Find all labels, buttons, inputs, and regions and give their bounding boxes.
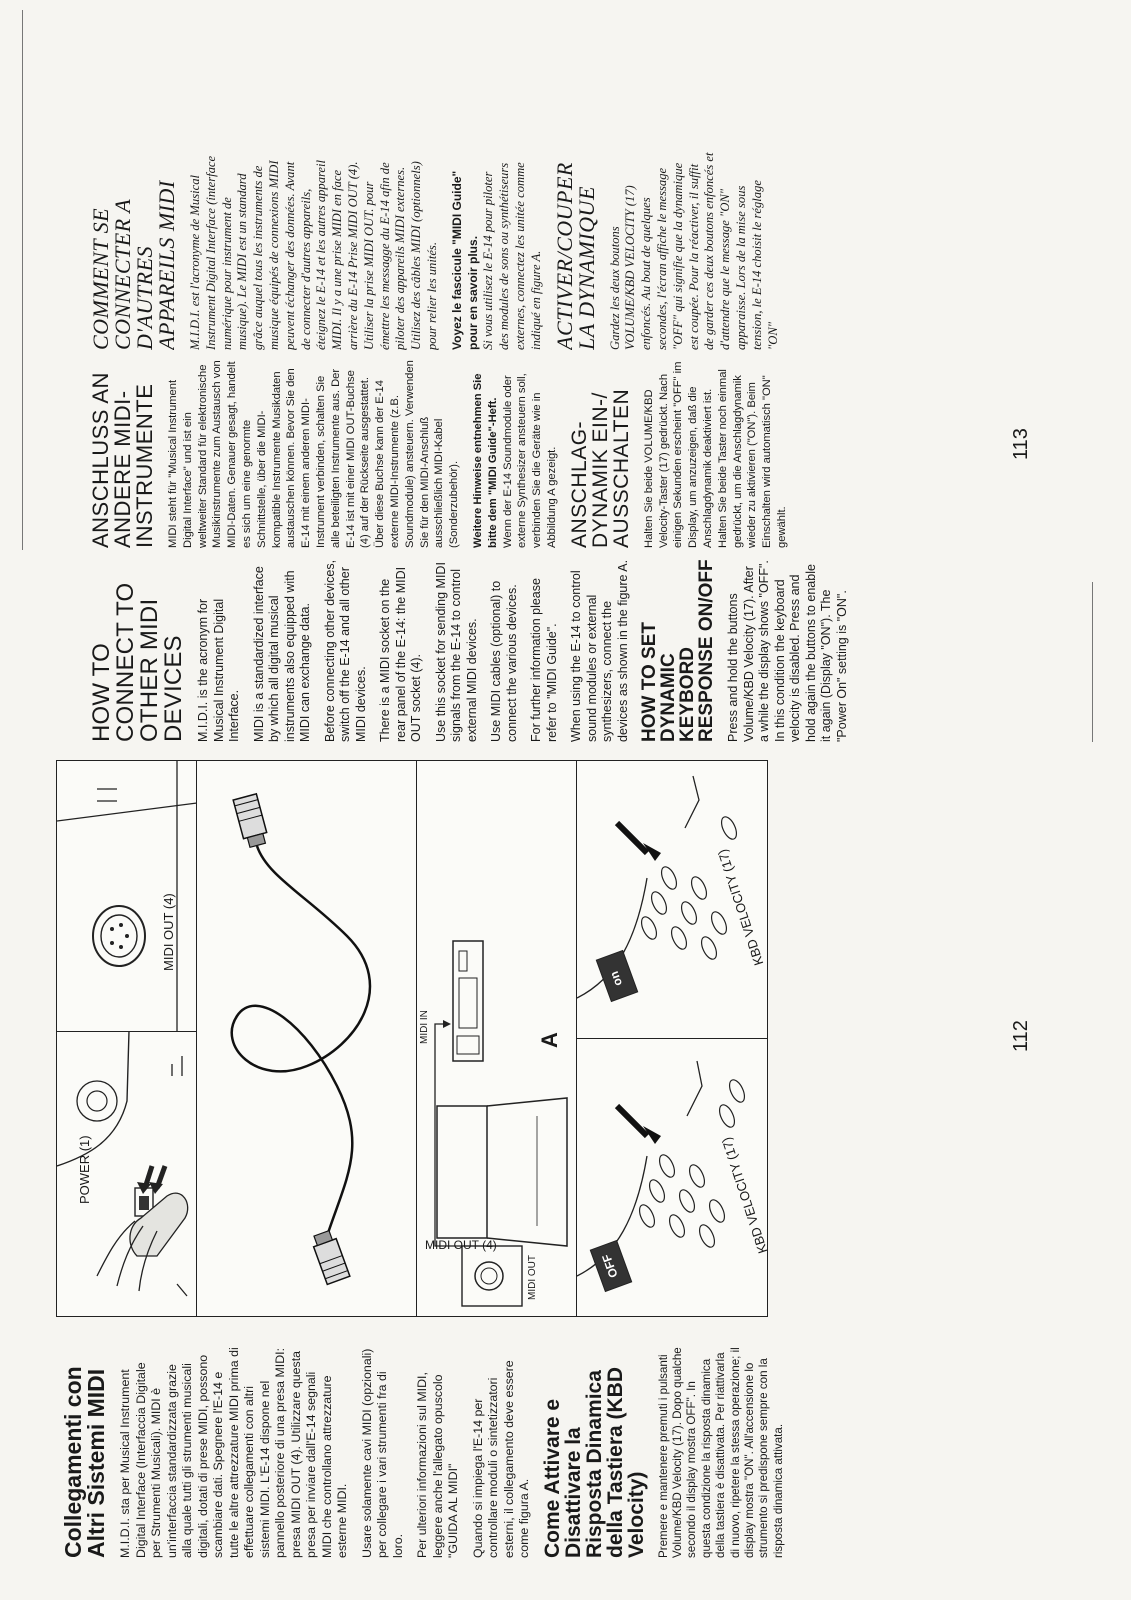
english-paragraph-7: For further information please refer to … [529, 578, 559, 742]
italian-column: Collegamenti con Altri Sistemi MIDI M.I.… [62, 1346, 1102, 1558]
italian-paragraph-2: Usare solamente cavi MIDI (opzionali) pe… [359, 1348, 405, 1558]
midi-socket-illustration [56, 761, 198, 1031]
kbd-velocity-on-illustration [576, 775, 738, 1003]
english-paragraph-6: Use MIDI cables (optional) to connect th… [489, 580, 519, 742]
italian-paragraph-3: Per ulteriori informazioni sul MIDI, leg… [415, 1372, 460, 1558]
english-paragraph-2: MIDI is a standardized interface by whic… [251, 566, 313, 742]
figure-midi-out-socket: MIDI OUT (4) [56, 760, 198, 1032]
english-paragraph-8: When using the E-14 to control sound mod… [569, 559, 630, 742]
midi-out-label: MIDI OUT (4) [161, 893, 176, 971]
german-title-2: ANSCHLAG-DYNAMIK EIN-/ AUSSCHALTEN [567, 388, 633, 548]
italian-paragraph-1: M.I.D.I. sta per Musical Instrument Digi… [118, 1347, 349, 1558]
midi-in-label: MIDI IN [419, 1010, 430, 1044]
page-number-right: 113 [1010, 428, 1032, 460]
right-page-bottom-rule [1092, 582, 1093, 742]
page-number-left: 112 [1010, 1020, 1032, 1052]
figure-power-button: POWER (1) [56, 1030, 198, 1317]
english-paragraph-1: M.I.D.I. is the acronym for Musical Inst… [196, 598, 241, 742]
german-paragraph-4: Halten Sie beide VOLUME/KBD Velocity-Tas… [642, 361, 788, 548]
german-paragraph-2: Weitere Hinweise entnehmen Sie bitte dem… [471, 373, 499, 549]
french-paragraph-2: Voyez le fascicule "MIDI Guide" pour en … [449, 170, 480, 350]
french-paragraph-3: Si vous utilisez le E-14 pour piloter de… [481, 162, 543, 350]
figure-a-connection: MIDI OUT (4) MIDI OUT MIDI IN A [416, 760, 578, 1317]
figure-letter: A [537, 1032, 562, 1048]
midi-cable-illustration [230, 792, 372, 1286]
figure-kbd-velocity-on: on KBD VELOCITY (17) [576, 760, 768, 1039]
german-column: ANSCHLUSS AN ANDERE MIDI-INSTRUMENTE MID… [90, 360, 1010, 548]
italian-paragraph-5: Premere e mantenere premuti i pulsanti V… [656, 1347, 785, 1558]
french-title: COMMENT SE CONNECTER A D'AUTRES APPAREIL… [90, 180, 179, 350]
kbd-velocity-off-illustration [576, 1060, 746, 1293]
french-title-2: ACTIVER/COUPER LA DYNAMIQUE [551, 162, 599, 350]
english-paragraph-4: There is a MIDI socket on the rear panel… [378, 566, 423, 742]
english-paragraph-5: Use this socket for sending MIDI signals… [433, 562, 479, 742]
english-title: HOW TO CONNECT TO OTHER MIDI DEVICES [90, 582, 187, 742]
figure-kbd-velocity-off: OFF KBD VELOCITY (17) [576, 1037, 768, 1317]
german-paragraph-1: MIDI steht für "Musical Instrument Digit… [167, 360, 461, 548]
english-paragraph-9: Press and hold the buttons Volume/KBD Ve… [726, 560, 849, 742]
german-paragraph-3: Wenn der E-14 Soundmodule oder externe S… [501, 373, 558, 548]
french-column: COMMENT SE CONNECTER A D'AUTRES APPAREIL… [90, 152, 1010, 350]
english-column: HOW TO CONNECT TO OTHER MIDI DEVICES M.I… [90, 556, 1010, 742]
french-paragraph-1: M.I.D.I. est l'acronyme de Musical Instr… [188, 155, 439, 350]
french-paragraph-4: Gardez les deux boutons VOLUME/KBD VELOC… [607, 152, 780, 350]
english-paragraph-3: Before connecting other devices, switch … [322, 559, 368, 742]
midi-out-socket-label: MIDI OUT (4) [425, 1238, 497, 1252]
german-title: ANSCHLUSS AN ANDERE MIDI-INSTRUMENTE [90, 372, 157, 548]
italian-title-2: Come Attivare e Disattivare la Risposta … [540, 1367, 648, 1558]
english-title-2: HOW TO SET DYNAMIC KEYBORD RESPONSE ON/O… [639, 559, 717, 742]
hand-pressing-power-illustration [56, 1030, 189, 1297]
italian-title: Collegamenti con Altri Sistemi MIDI [62, 1366, 109, 1558]
italian-paragraph-4: Quando si impiega l'E-14 per controllare… [470, 1360, 532, 1558]
right-page-top-rule [22, 10, 23, 550]
midi-out-small-label: MIDI OUT [527, 1255, 538, 1300]
connection-diagram-illustration [434, 940, 568, 1307]
figure-midi-cable [196, 760, 418, 1317]
power-label: POWER (1) [77, 1135, 92, 1204]
